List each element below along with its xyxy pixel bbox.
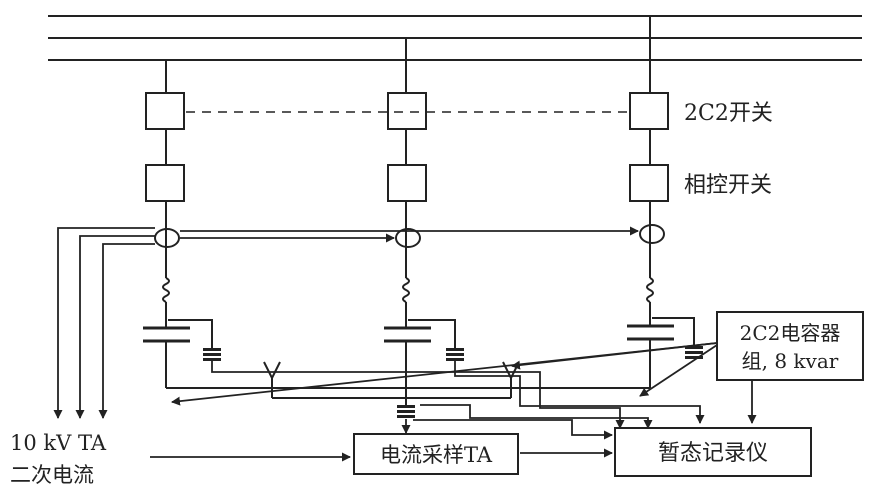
ta-label-line1: 10 kV TA (10, 431, 107, 455)
ta-wire-2 (75, 235, 155, 419)
current-sampling-box (353, 433, 519, 475)
inductor-c (646, 277, 654, 303)
capacitor-b (384, 326, 431, 343)
phase-switch-label: 相控开关 (684, 173, 772, 198)
switch-2c2-b (387, 92, 427, 130)
switch-2c2-a (145, 92, 185, 130)
capacitor-a (143, 326, 190, 343)
phase-switch-a (145, 164, 185, 202)
ct-oval-b (395, 228, 421, 248)
phase-switch-c (629, 164, 669, 202)
capacitor-c (627, 324, 674, 341)
ct-oval-a (154, 228, 180, 248)
capacitor-label-line1: 2C2电容器 (740, 321, 841, 345)
sensor-c (685, 346, 703, 359)
sensor-b (446, 348, 464, 361)
ta-wire-1 (53, 227, 155, 419)
sensor-neutral (397, 405, 415, 418)
capacitor-label-box (716, 311, 864, 381)
transient-recorder-box (614, 427, 812, 477)
inductor-b (402, 277, 410, 303)
inductor-a (162, 277, 170, 303)
switch-2c2-c (629, 92, 669, 130)
capacitor-label-line2: 组, 8 kvar (742, 349, 839, 373)
phase-switch-b (387, 164, 427, 202)
switch-2c2-label: 2C2开关 (684, 101, 773, 126)
ct-oval-c (639, 224, 665, 244)
transient-recorder-label: 暂态记录仪 (658, 441, 768, 466)
ta-label-line2: 二次电流 (10, 463, 94, 487)
current-sampling-label: 电流采样TA (380, 443, 493, 467)
sensor-a (203, 348, 221, 361)
ta-wire-3 (98, 243, 155, 419)
